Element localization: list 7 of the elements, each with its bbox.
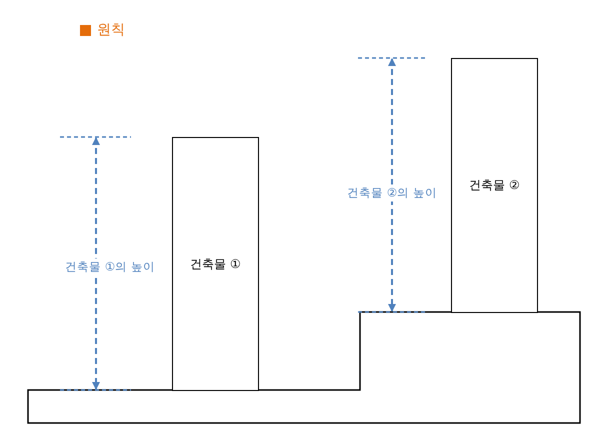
building-label: 건축물 ①: [190, 256, 241, 272]
dimension-label: 건축물 ②의 높이: [347, 184, 437, 202]
dimension-label: 건축물 ①의 높이: [65, 258, 155, 276]
building-label: 건축물 ②: [469, 177, 520, 194]
building-box: [172, 137, 259, 391]
building-box: [451, 58, 538, 313]
title: 원칙: [97, 21, 125, 39]
